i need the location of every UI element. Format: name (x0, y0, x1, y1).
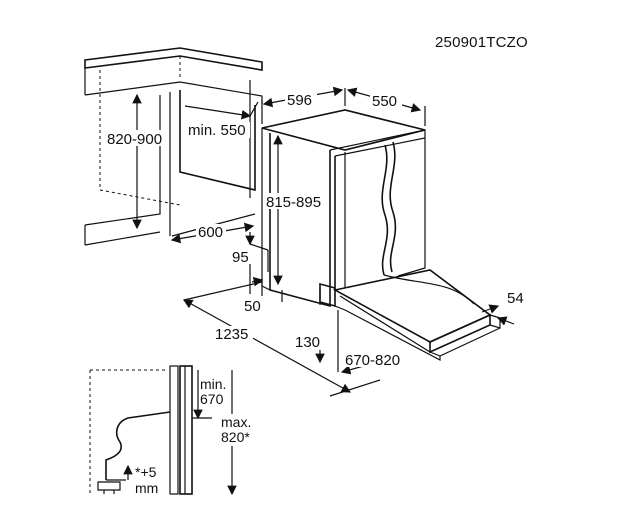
dim-cab-depth: 600 (170, 222, 255, 244)
product-code: 250901TCZO (435, 34, 528, 51)
dim-depth: 550 (346, 87, 426, 126)
dim-plinth-95: 95 (232, 232, 269, 294)
svg-text:min.: min. (200, 376, 226, 392)
svg-text:596: 596 (287, 92, 312, 109)
svg-text:820*: 820* (221, 429, 250, 445)
dim-offset-130: 130 (293, 288, 325, 364)
dim-app-height: 815-895 (264, 134, 326, 286)
svg-text:*+5: *+5 (135, 464, 157, 480)
svg-text:600: 600 (198, 224, 223, 241)
dim-min-depth: min. 550 (184, 101, 259, 139)
svg-text:550: 550 (372, 93, 397, 110)
dishwasher-body (261, 109, 426, 308)
dim-total-depth: 1235 (182, 281, 381, 397)
svg-text:54: 54 (507, 290, 524, 307)
svg-text:50: 50 (244, 298, 261, 315)
svg-text:max.: max. (221, 414, 251, 430)
svg-text:670: 670 (200, 391, 224, 407)
dim-door-range: 670-820 (337, 310, 407, 375)
svg-text:mm: mm (135, 480, 158, 496)
svg-text:1235: 1235 (215, 326, 248, 343)
svg-text:95: 95 (232, 249, 249, 266)
dim-gap-54: 54 (481, 290, 524, 326)
svg-text:820-900: 820-900 (107, 131, 162, 148)
svg-text:670-820: 670-820 (345, 352, 400, 369)
svg-text:min. 550: min. 550 (188, 122, 246, 139)
dim-cab-height: 820-900 (105, 93, 169, 230)
open-door (319, 141, 501, 361)
svg-text:815-895: 815-895 (266, 194, 321, 211)
svg-text:130: 130 (295, 334, 320, 351)
detail-inset: min. 670 max. 820* *+5 mm (89, 365, 254, 496)
dim-width: 596 (261, 86, 346, 124)
